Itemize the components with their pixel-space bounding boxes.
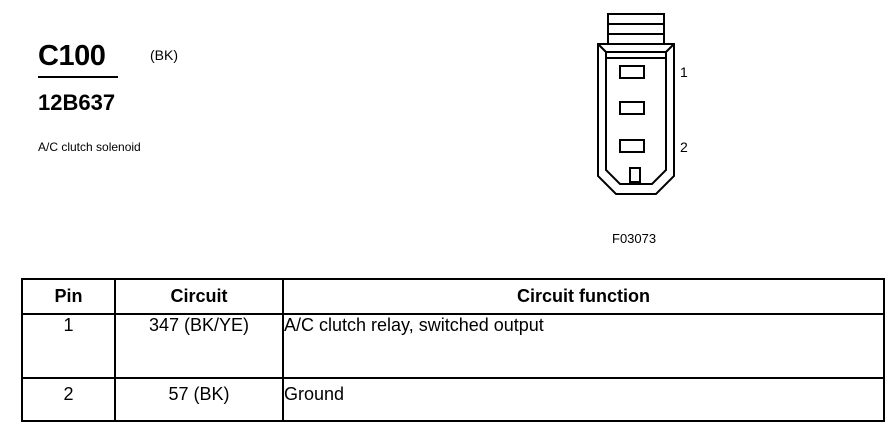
- connector-description: A/C clutch solenoid: [38, 140, 141, 154]
- pin-2-label: 2: [680, 139, 688, 155]
- terminal-middle: [619, 101, 645, 115]
- connector-color: (BK): [150, 47, 178, 63]
- table-row: 2 57 (BK) Ground: [21, 377, 885, 422]
- connector-inner-housing: [605, 51, 667, 185]
- function-cell: Ground: [282, 377, 885, 422]
- function-cell: A/C clutch relay, switched output: [282, 313, 885, 379]
- connector-id-underline: [38, 76, 118, 78]
- header-circuit-function: Circuit function: [282, 278, 885, 315]
- circuit-cell: 347 (BK/YE): [114, 313, 284, 379]
- connector-id: C100: [38, 40, 106, 72]
- pin-cell: 1: [21, 313, 116, 379]
- terminal-1: [619, 65, 645, 79]
- figure-id: F03073: [612, 231, 657, 246]
- pin-cell: 2: [21, 377, 116, 422]
- pin-1-label: 1: [680, 64, 688, 80]
- header-pin: Pin: [21, 278, 116, 315]
- circuit-cell: 57 (BK): [114, 377, 284, 422]
- locking-tab: [607, 13, 665, 45]
- connector-diagram: [597, 13, 675, 195]
- terminal-2: [619, 139, 645, 153]
- table-row: 1 347 (BK/YE) A/C clutch relay, switched…: [21, 313, 885, 379]
- pinout-table: Pin Circuit Circuit function 1 347 (BK/Y…: [21, 278, 885, 422]
- header-circuit: Circuit: [114, 278, 284, 315]
- connector-key: [629, 167, 641, 183]
- table-header-row: Pin Circuit Circuit function: [21, 278, 885, 315]
- part-number: 12B637: [38, 90, 116, 115]
